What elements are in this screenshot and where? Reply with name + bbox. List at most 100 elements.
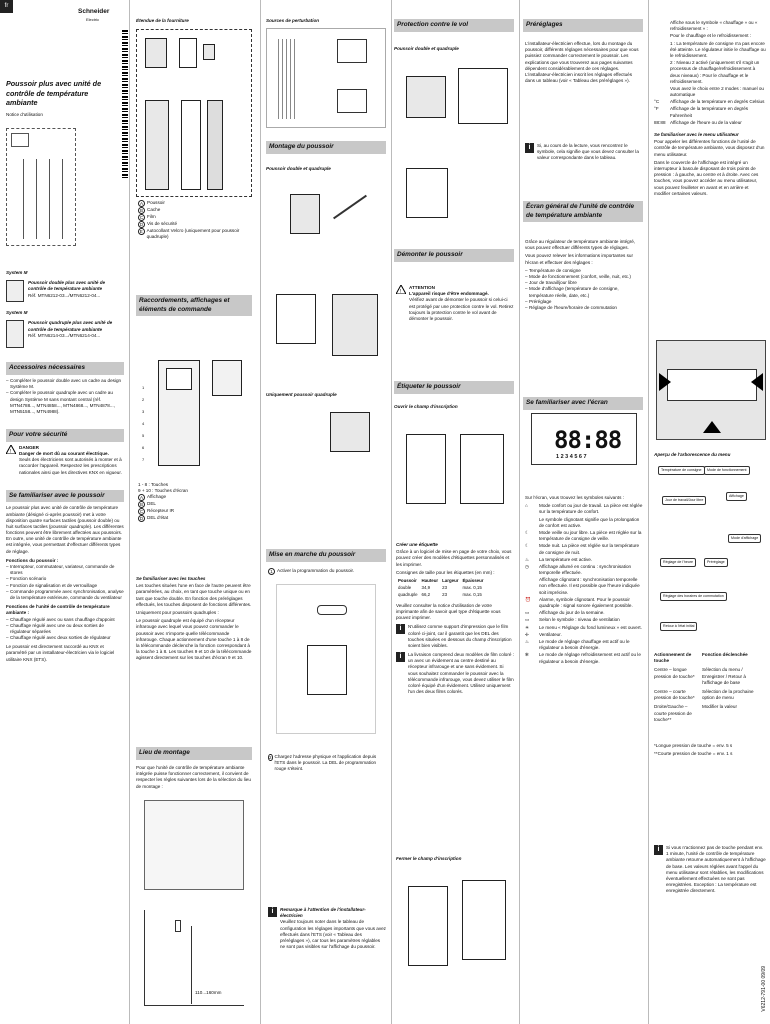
protect-sub: Poussoir double et quadruple: [394, 46, 459, 51]
system-label: System M: [6, 310, 28, 316]
menu-tree: Température de consigne Mode de fonction…: [654, 462, 766, 642]
screen-text-2: Vous pouvez relever les informations imp…: [525, 253, 634, 265]
side-barcode: [122, 30, 128, 180]
velcro-figure: [270, 402, 386, 462]
tree-node: Préréglage: [704, 558, 728, 567]
list-item: Interrupteur, commutateur, variateur, co…: [6, 564, 124, 576]
tree-node: Retour à l'état initial: [660, 622, 698, 631]
table-header: Poussoir Hauteur Largeur Épaisseur: [398, 578, 484, 584]
tree-node: Réglage des horaires de commutation: [660, 592, 727, 601]
room-figure: [144, 800, 244, 890]
create-text: Grâce à un logiciel de mise en page de v…: [396, 549, 512, 567]
column-divider: [391, 0, 392, 1024]
attention-note: ! ATTENTION L'appareil risque d'être end…: [395, 283, 514, 322]
functions-list: Interrupteur, commutateur, variateur, co…: [6, 564, 124, 601]
list-item: Préréglage: [525, 299, 643, 305]
arrow-left-icon: [751, 373, 763, 391]
montage-figure-1: [270, 176, 386, 276]
attention-subtitle: L'appareil risque d'être endommagé.: [409, 291, 489, 297]
label-figure: [396, 414, 514, 534]
doc-title: Poussoir plus avec unité de contrôle de …: [6, 79, 102, 108]
column-6: Affiche sous le symbole « chauffage » ou…: [650, 0, 770, 1024]
dims-table: Poussoir Hauteur Largeur Épaisseur doubl…: [396, 578, 485, 599]
montage-figure-2: [270, 282, 386, 382]
night-icon: ☾: [525, 543, 530, 549]
table-row: quadruple 66,2 23 max. 0,15: [398, 592, 482, 598]
tree-node: Température de consigne: [658, 466, 705, 475]
column-divider: [129, 0, 130, 1024]
lcd-digits: 88:88: [554, 426, 622, 454]
brand-logo: Schneider Electric: [78, 8, 110, 22]
column-1: fr Schneider Electric Poussoir plus avec…: [0, 0, 128, 1024]
thermometer-icon: ♨: [525, 556, 530, 562]
display-items: Affiche sous le symbole « chauffage » ou…: [654, 20, 766, 125]
doc-subtitle: Notice d'utilisation: [6, 112, 43, 118]
disturb-figure: [266, 28, 386, 128]
montage-sub: Poussoir double et quadruple: [266, 166, 331, 171]
preset-note: i Si, au cours de la lecture, vous renco…: [525, 143, 643, 162]
heating-icon: ♨: [525, 638, 530, 644]
list-item: Réglage de l'heure/horaire de commutatio…: [525, 305, 643, 311]
accessories-heading: Accessoires nécessaires: [6, 362, 124, 376]
standby-icon: ☾: [525, 529, 530, 535]
rocker-figure: [656, 340, 766, 440]
disturb-heading: Sources de perturbation: [266, 18, 320, 23]
create-heading: Créer une étiquette: [396, 542, 438, 547]
mount-text: Pour que l'unité de contrôle de températ…: [136, 765, 251, 789]
alarm-icon: ⏰: [525, 596, 531, 602]
list-item: Chauffage régulé avec ou sans chauffage …: [6, 617, 124, 623]
screen-text: Grâce au régulateur de température ambia…: [525, 239, 636, 251]
preset-text: L'installateur-électricien effectue, lor…: [525, 41, 639, 84]
product-name: Poussoir double plus avec unité de contr…: [28, 280, 106, 292]
fan-icon: ✢: [525, 631, 529, 637]
close-heading: Fermer le champ d'inscription: [396, 856, 462, 861]
delivery-figure: [136, 29, 252, 197]
safety-heading: Pour votre sécurité: [6, 429, 124, 442]
touches-text-3: Le poussoir quadruple est équipé d'un ré…: [136, 618, 252, 661]
svg-text:!: !: [10, 449, 11, 454]
menu-text-2: Dans le couvercle de l'affichage est int…: [654, 159, 759, 196]
label-heading: Étiqueter le poussoir: [394, 381, 514, 394]
screen-items: Température de consigne Mode de fonction…: [525, 268, 643, 312]
warning-icon: !: [395, 283, 407, 295]
tree-heading: Aperçu de l'arborescence du menu: [654, 452, 731, 457]
column-3: Sources de perturbation Montage du pouss…: [262, 0, 390, 1024]
dims-note: Veuillez consulter la notice d'utilisati…: [396, 602, 501, 621]
film-note: i N'utilisez comme support d'impression …: [396, 624, 514, 649]
system-label: System M: [6, 270, 28, 275]
preset-heading: Préréglages: [523, 19, 643, 32]
temp-functions-list: Chauffage régulé avec ou sans chauffage …: [6, 617, 124, 642]
connections-heading: Raccordements, affichages et éléments de…: [136, 295, 252, 317]
symbols-list: ⌂Mode confort ou jour de travail. La piè…: [525, 503, 643, 664]
remark-title: Remarque à l'attention de l'installateur…: [280, 907, 366, 919]
warning-icon: !: [5, 443, 17, 455]
accessories-list: Compléter le poussoir double avec un cad…: [6, 378, 124, 415]
comfort-icon: ⌂: [525, 503, 528, 509]
montage-heading: Montage du poussoir: [266, 141, 386, 154]
attention-text: Vérifiez avant de démonter le poussoir s…: [409, 297, 514, 321]
danger-title: DANGER: [19, 444, 39, 450]
film-note-2: i La livraison comprend deux modèles de …: [396, 652, 514, 695]
footnote: **Courte pression de touche = env. 1 s: [654, 751, 733, 757]
cooling-icon: ✻: [525, 652, 529, 658]
lcd-display: 88:88 1 2 3 4 5 6 7: [531, 413, 637, 465]
touches-text-2: Uniquement pour poussoirs quadruples :: [136, 609, 219, 615]
remark-text: Veuillez toujours noter dans le tableau …: [280, 919, 386, 950]
column-4: Protection contre le vol Poussoir double…: [392, 0, 518, 1024]
arrow-up-icon: [703, 421, 721, 433]
danger-subtitle: Danger de mort dû au courant électrique.: [19, 450, 109, 456]
table-row: double 34,9 23 max. 0,15: [398, 585, 482, 591]
etc-text: Le poussoir est directement raccordé au …: [6, 644, 115, 662]
product-name: Poussoir quadruple plus avec unité de co…: [28, 320, 113, 332]
close-figure: [396, 866, 514, 996]
quad-only-label: Uniquement poussoir quadruple: [266, 392, 337, 397]
arrow-right-icon: [659, 373, 671, 391]
info-icon: i: [396, 624, 405, 635]
